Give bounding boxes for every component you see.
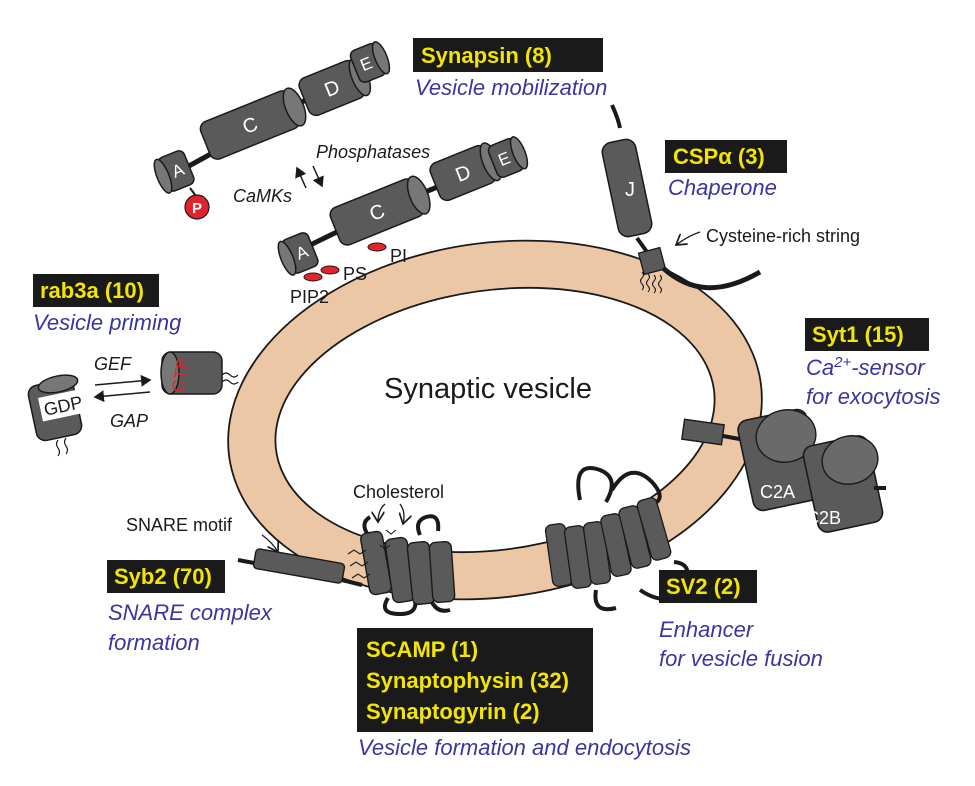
syt1-function-sup: 2+	[833, 354, 851, 371]
palmitoyl-chains-icon	[639, 271, 663, 294]
phospho-arrow-up-icon	[295, 166, 307, 189]
csp-name: CSPα (3)	[673, 144, 765, 169]
scamp-label-box	[357, 628, 593, 732]
cholesterol-arrow-1-icon	[378, 503, 386, 522]
synaptophysin-protein	[347, 514, 456, 617]
csp-protein: J	[601, 104, 762, 294]
phosphatases-label: Phosphatases	[316, 142, 430, 162]
syt1-function-line1: Ca2+-sensor	[806, 354, 926, 380]
synapsin-function: Vesicle mobilization	[415, 75, 607, 100]
vesicle-title: Synaptic vesicle	[384, 373, 592, 405]
gef-arrow-icon	[94, 374, 152, 387]
syb2-label-box	[107, 560, 225, 593]
lipid-pi-label: PI	[390, 246, 407, 266]
camks-label: CaMKs	[233, 186, 292, 206]
gap-label: GAP	[110, 411, 148, 431]
rab3a-name: rab3a (10)	[40, 278, 144, 303]
c2a-label: C2A	[760, 482, 795, 502]
sv2-name: SV2 (2)	[666, 574, 741, 599]
syt1-protein: C2A C2B	[681, 408, 886, 533]
gap-arrow-icon	[93, 390, 151, 403]
scamp-name: SCAMP (1)	[366, 637, 478, 662]
synapsin-name: Synapsin (8)	[421, 43, 552, 68]
phospho-arrow-down-icon	[312, 165, 324, 188]
lipid-ps-icon	[320, 265, 340, 275]
lipid-pip2-icon	[303, 272, 323, 282]
lipid-pi-icon	[367, 242, 387, 252]
snare-arrow-icon	[261, 534, 278, 552]
csp-label-box	[665, 140, 787, 173]
snare-motif-label: SNARE motif	[126, 515, 233, 535]
syt1-label-box	[805, 318, 929, 351]
synapsin-free: C D E A P	[153, 41, 391, 220]
csp-function: Chaperone	[668, 175, 777, 200]
c2b-label: C2B	[806, 508, 841, 528]
sv2-function-line1: Enhancer	[659, 617, 755, 642]
cholesterol-molecules-icon	[347, 529, 397, 579]
sv2-label-box	[659, 570, 757, 603]
rab3a-gdp: GDP	[27, 374, 88, 457]
csp-domain-j: J	[625, 179, 635, 201]
syt1-function-suffix: -sensor	[851, 355, 926, 380]
lipid-pip2-label: PIP2	[290, 287, 329, 307]
phospho-label: P	[192, 200, 202, 217]
c2b-domain: C2B	[802, 435, 884, 533]
c2a-domain: C2A	[737, 408, 823, 512]
phospho-icon	[184, 194, 210, 220]
cholesterol-arrow-2-icon	[400, 503, 404, 524]
synapsin-bound: C D E A	[277, 136, 529, 276]
cysteine-label: Cysteine-rich string	[706, 226, 860, 246]
syb2-function-line2: formation	[108, 630, 200, 655]
rab3a-function: Vesicle priming	[33, 310, 182, 335]
syt1-name: Syt1 (15)	[812, 322, 904, 347]
cysteine-arrow-icon	[676, 231, 701, 245]
syb2-protein	[237, 548, 363, 587]
sv2-protein	[544, 466, 690, 612]
syb2-name: Syb2 (70)	[114, 564, 212, 589]
gef-label: GEF	[94, 354, 132, 374]
sv2-function-line2: for vesicle fusion	[659, 646, 823, 671]
syt1-function-line2: for exocytosis	[806, 384, 941, 409]
synaptophysin-name: Synaptophysin (32)	[366, 668, 569, 693]
rab3a-gtp: GTP	[160, 351, 239, 395]
syt1-function-prefix: Ca	[806, 355, 834, 380]
rab3a-label-box	[33, 274, 159, 307]
synapsin-label-box	[413, 38, 603, 72]
lipid-ps-label: PS	[343, 264, 367, 284]
syb2-function-line1: SNARE complex	[108, 600, 273, 625]
scamp-group-function: Vesicle formation and endocytosis	[358, 735, 691, 760]
cholesterol-label: Cholesterol	[353, 482, 444, 502]
synaptogyrin-name: Synaptogyrin (2)	[366, 699, 540, 724]
